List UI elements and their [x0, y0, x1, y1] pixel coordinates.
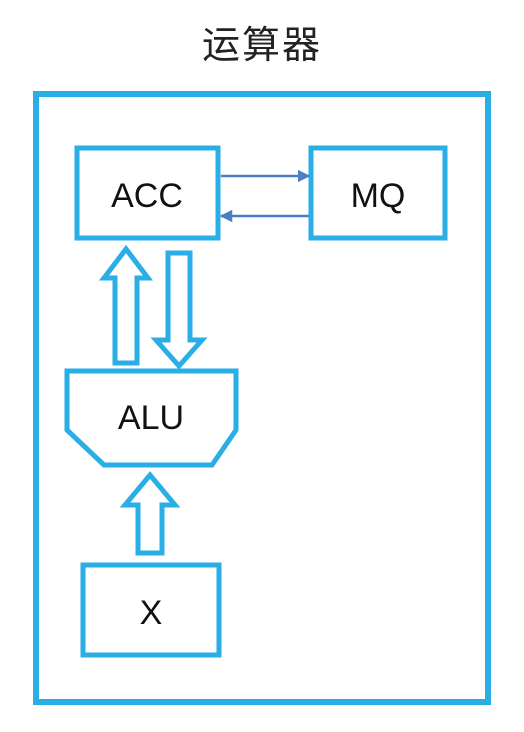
acc-to-alu-bus-arrow	[150, 250, 208, 370]
alu-block: ALU	[64, 368, 239, 468]
diagram-title: 运算器	[201, 23, 322, 67]
x-to-alu-bus-arrow	[119, 471, 181, 556]
mq-block: MQ	[308, 145, 448, 241]
acc-block: ACC	[74, 145, 221, 241]
x-block: X	[80, 562, 222, 658]
alu-label: ALU	[118, 399, 184, 437]
x-label: X	[140, 594, 163, 632]
arithmetic-unit-frame	[33, 91, 491, 705]
mq-label: MQ	[351, 177, 406, 215]
alu-to-acc-bus-arrow	[98, 244, 154, 366]
acc-label: ACC	[111, 177, 183, 215]
